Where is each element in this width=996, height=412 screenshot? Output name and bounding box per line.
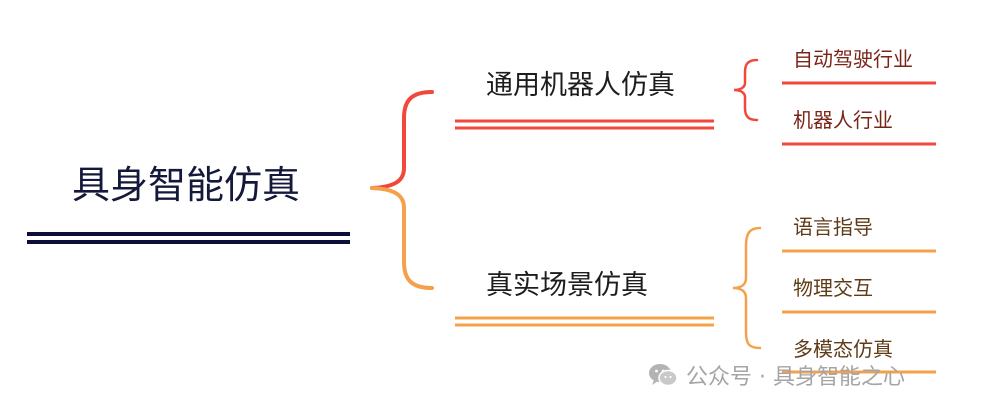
watermark-text: 公众号 · 具身智能之心 [686, 365, 905, 390]
leaf-autonomous-driving: 自动驾驶行业 [793, 47, 913, 71]
leaf-multimodal-sim: 多模态仿真 [793, 337, 893, 361]
watermark: 公众号 · 具身智能之心 [648, 360, 905, 390]
leaf-physical-interaction: 物理交互 [793, 276, 873, 300]
branch-label-real-scene-sim: 真实场景仿真 [486, 270, 648, 301]
leaf-robot-industry: 机器人行业 [793, 108, 893, 132]
wechat-icon [649, 364, 678, 387]
main-brace-lower [370, 186, 434, 290]
branch-label-general-robot-sim: 通用机器人仿真 [486, 70, 675, 101]
main-brace-upper [370, 90, 434, 190]
root-node-label: 具身智能仿真 [72, 163, 301, 207]
branch1-brace [733, 58, 759, 122]
branch2-brace [732, 226, 762, 350]
leaf-language-guidance: 语言指导 [793, 215, 873, 239]
